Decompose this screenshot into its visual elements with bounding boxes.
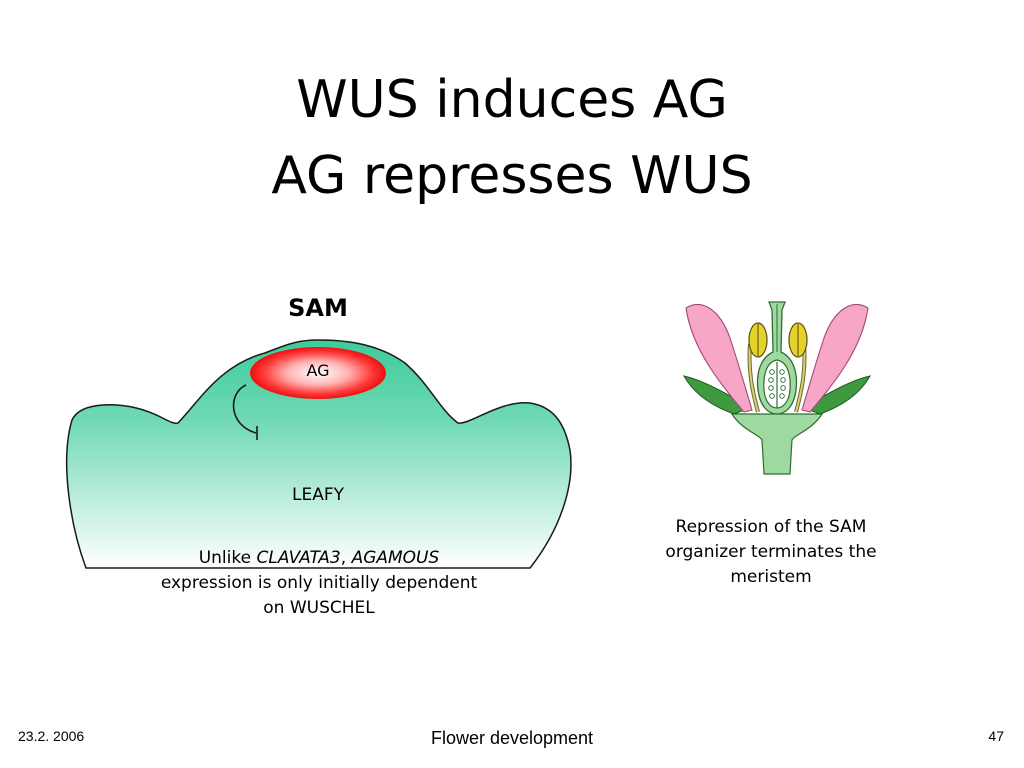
sam-label: SAM: [288, 294, 348, 322]
caption-gene-agamous: AGAMOUS: [351, 548, 440, 568]
diagram-base-mask: [60, 569, 580, 585]
ovules: [768, 369, 786, 399]
footer-date: 23.2. 2006: [18, 728, 85, 744]
petal-left: [685, 303, 753, 413]
sam-caption: Unlike CLAVATA3, AGAMOUS expression is o…: [158, 546, 480, 621]
flower-caption: Repression of the SAM organizer terminat…: [665, 517, 877, 587]
flower-receptacle: [730, 413, 824, 475]
slide-title: WUS induces AG AG represses WUS: [0, 62, 1024, 214]
repression-arrow-icon: [232, 384, 257, 434]
petal-right: [801, 303, 869, 413]
sam-meristem-diagram: [60, 339, 580, 585]
caption-rest: expression is only initially dependent o…: [160, 573, 478, 618]
caption-gene-clavata3: CLAVATA3: [256, 548, 341, 568]
caption-prefix: Unlike: [198, 548, 257, 568]
ag-label: AG: [306, 361, 330, 380]
caption-comma: ,: [340, 548, 352, 568]
leafy-label: LEAFY: [291, 485, 344, 505]
flower-diagram: [683, 301, 871, 475]
footer-title: Flower development: [430, 728, 594, 748]
page-number: 47: [988, 728, 1004, 744]
title-line-2: AG represses WUS: [271, 146, 753, 206]
meristem-tissue: [65, 339, 572, 569]
title-line-1: WUS induces AG: [296, 70, 728, 130]
ag-expression-domain: [250, 347, 386, 399]
